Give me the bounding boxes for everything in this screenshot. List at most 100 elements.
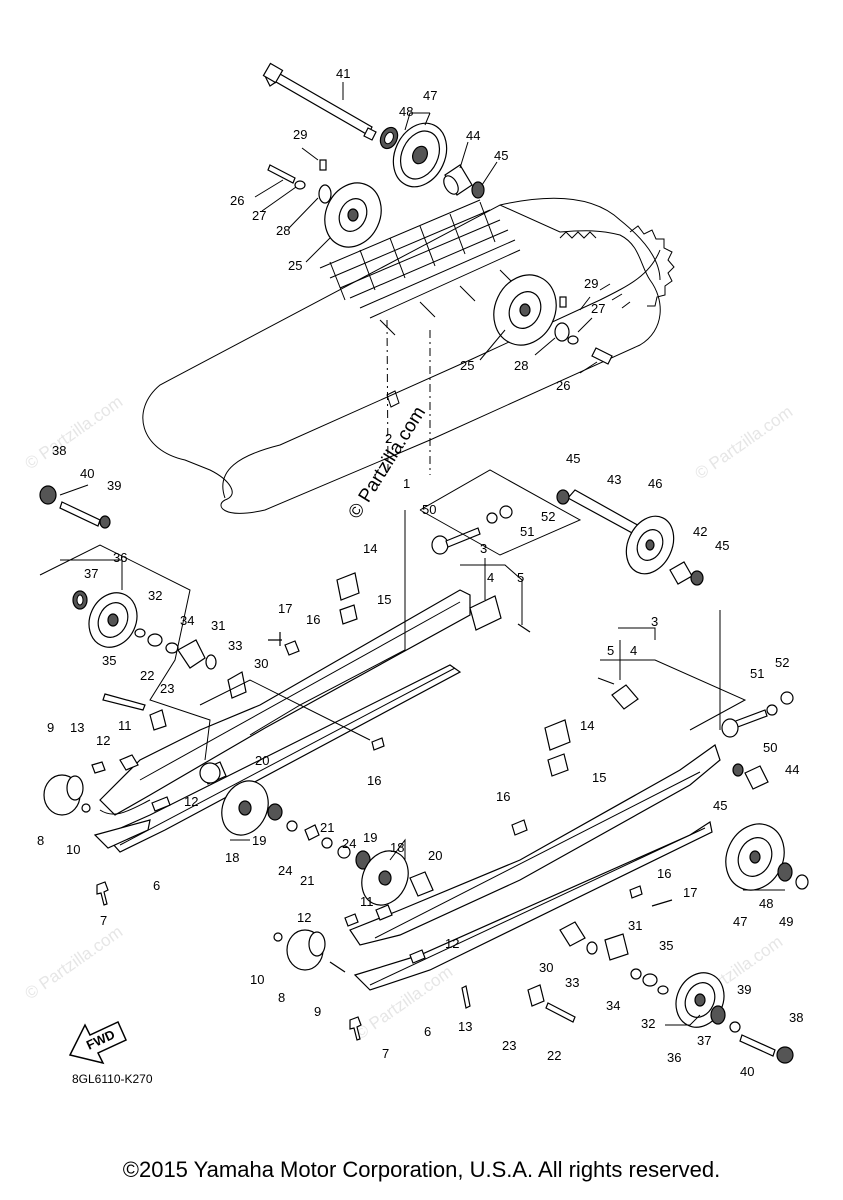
callout-label: 1 (403, 476, 410, 491)
callout-label: 25 (288, 258, 302, 273)
callout-label: 27 (591, 301, 605, 316)
callout-label: 12 (445, 936, 459, 951)
callout-label: 16 (657, 866, 671, 881)
callout-label: 5 (517, 570, 524, 585)
callout-label: 4 (487, 570, 494, 585)
callout-label: 24 (342, 836, 356, 851)
callout-label: 45 (715, 538, 729, 553)
callout-label: 17 (683, 885, 697, 900)
callout-label: 48 (759, 896, 773, 911)
callout-label: 2 (385, 431, 392, 446)
nut-38-left (39, 485, 57, 505)
callout-label: 40 (740, 1064, 754, 1079)
callout-label: 14 (363, 541, 377, 556)
callout-label: 38 (789, 1010, 803, 1025)
callout-label: 28 (514, 358, 528, 373)
callout-label: 12 (184, 794, 198, 809)
callout-label: 36 (113, 550, 127, 565)
callout-label: 7 (382, 1046, 389, 1061)
rear-axle-shaft (262, 62, 377, 141)
callout-label: 27 (252, 208, 266, 223)
callout-label: 10 (66, 842, 80, 857)
callout-label: 19 (363, 830, 377, 845)
callout-label: 45 (494, 148, 508, 163)
callout-label: 34 (606, 998, 620, 1013)
callout-label: 16 (367, 773, 381, 788)
callout-label: 42 (693, 524, 707, 539)
callout-label: 13 (458, 1019, 472, 1034)
watermark: © Partzilla.com (21, 922, 126, 1003)
callout-label: 23 (502, 1038, 516, 1053)
callout-label: 20 (428, 848, 442, 863)
callout-label: 45 (566, 451, 580, 466)
callout-label: 7 (100, 913, 107, 928)
watermark: © Partzilla.com (21, 392, 126, 473)
callout-label: 3 (651, 614, 658, 629)
callout-label: 9 (47, 720, 54, 735)
callout-label: 30 (254, 656, 268, 671)
outline-left (39, 544, 211, 761)
callout-labels: 41 47 48 44 45 29 26 27 28 25 29 27 25 2… (37, 66, 803, 1079)
callout-label: 17 (278, 601, 292, 616)
callout-label: 36 (667, 1050, 681, 1065)
callout-label: 39 (107, 478, 121, 493)
callout-label: 21 (320, 820, 334, 835)
callout-label: 11 (118, 718, 132, 733)
partzilla-mark: © Partzilla.com (344, 403, 430, 523)
bolt-40-left (59, 501, 101, 527)
callout-label: 18 (225, 850, 239, 865)
fwd-arrow: FWD (68, 1020, 127, 1065)
bolt-50-upper (431, 505, 513, 555)
callout-label: 15 (592, 770, 606, 785)
rear-wheel-top (379, 122, 448, 188)
callout-label: 13 (70, 720, 84, 735)
callout-label: 24 (278, 863, 292, 878)
callout-label: 12 (96, 733, 110, 748)
outline-mid (199, 679, 302, 736)
callout-label: 11 (360, 894, 374, 909)
callout-label: 34 (180, 613, 194, 628)
callout-label: 23 (160, 681, 174, 696)
callout-label: 26 (230, 193, 244, 208)
idler-wheel-25-lower (493, 274, 613, 365)
callout-label: 32 (641, 1016, 655, 1031)
callout-label: 29 (584, 276, 598, 291)
right-rear-wheel-47 (725, 823, 809, 891)
callout-label: 47 (423, 88, 437, 103)
wheel-18-left (221, 780, 283, 836)
bogie-8-left (43, 774, 91, 816)
callout-label: 29 (293, 127, 307, 142)
callout-label: 40 (80, 466, 94, 481)
callout-label: 12 (297, 910, 311, 925)
callout-label: 37 (84, 566, 98, 581)
callout-label: 28 (276, 223, 290, 238)
callout-label: 32 (148, 588, 162, 603)
copyright-notice: ©2015 Yamaha Motor Corporation, U.S.A. A… (122, 1157, 721, 1182)
callout-label: 41 (336, 66, 350, 81)
callout-label: 6 (153, 878, 160, 893)
bolt-50-lower (721, 718, 739, 738)
callout-label: 37 (697, 1033, 711, 1048)
callout-label: 8 (278, 990, 285, 1005)
slider-6-left (93, 819, 151, 849)
bracket-4-upper (469, 595, 531, 633)
callout-label: 50 (422, 502, 436, 517)
callout-label: 50 (763, 740, 777, 755)
callout-label: 19 (252, 833, 266, 848)
callout-label: 33 (565, 975, 579, 990)
washer-39-left (99, 515, 111, 529)
callout-label: 9 (314, 1004, 321, 1019)
callout-label: 21 (300, 873, 314, 888)
callout-label: 48 (399, 104, 413, 119)
bogie-8-right (273, 929, 326, 971)
front-axle-43 (556, 489, 704, 586)
callout-label: 35 (102, 653, 116, 668)
callout-label: 16 (496, 789, 510, 804)
leader-lines (59, 82, 785, 1026)
callout-label: 38 (52, 443, 66, 458)
callout-label: 52 (541, 509, 555, 524)
callout-label: 44 (785, 762, 799, 777)
right-rear-wheel-36 (675, 972, 794, 1064)
callout-label: 45 (713, 798, 727, 813)
right-collar-44 (732, 763, 769, 790)
